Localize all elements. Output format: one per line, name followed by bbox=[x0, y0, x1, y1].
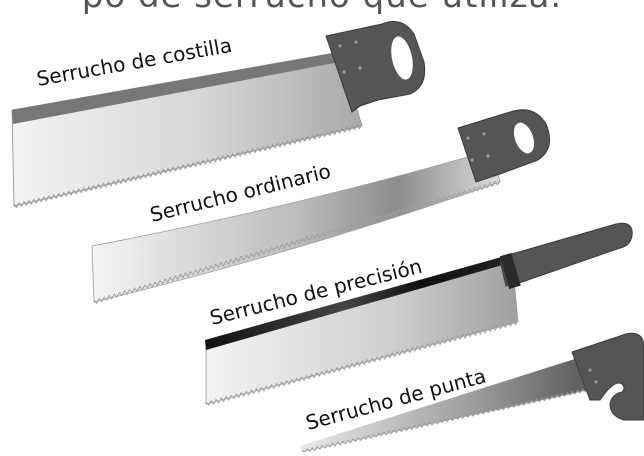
saw-teeth bbox=[93, 179, 501, 305]
precision-saw-handle bbox=[499, 222, 633, 287]
saw-teeth bbox=[205, 319, 519, 407]
saw-teeth bbox=[301, 385, 599, 454]
cropped-caption: po de serrucho que utiliza. bbox=[0, 0, 644, 16]
keyhole-saw-handle bbox=[571, 332, 644, 421]
saw-backsaw: Serrucho de costilla bbox=[11, 21, 426, 209]
saw-teeth bbox=[13, 123, 363, 209]
